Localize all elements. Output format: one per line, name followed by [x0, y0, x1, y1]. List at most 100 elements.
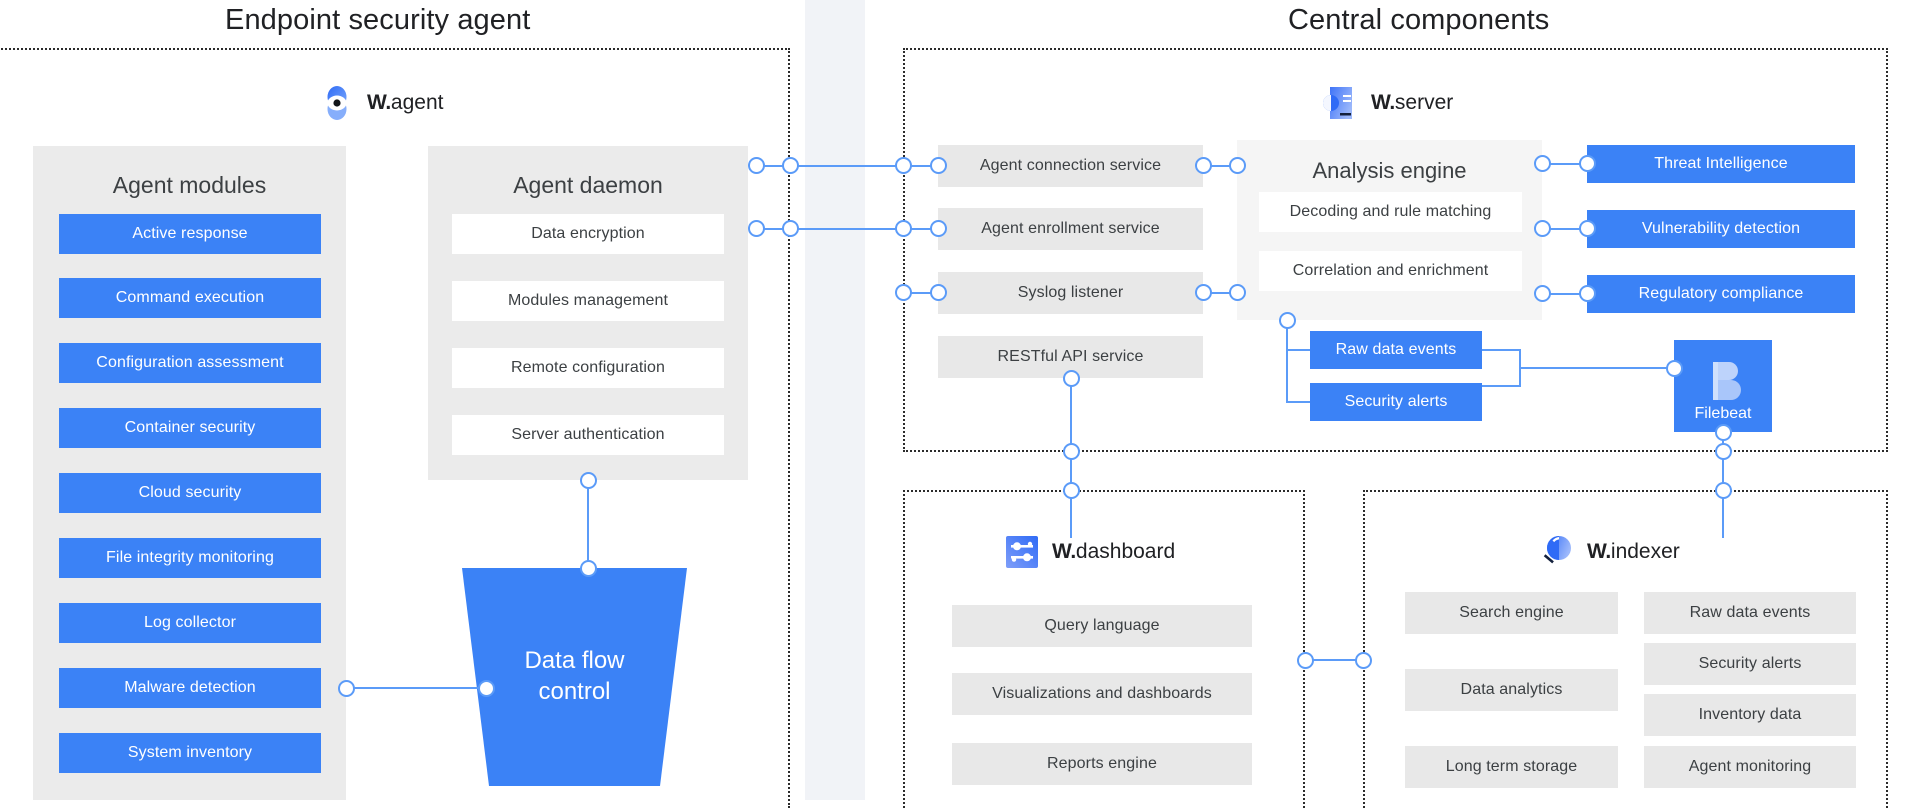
wazuh-indexer-magnifier-icon: [1538, 533, 1576, 571]
connector-node-analysis-bottom: [1279, 312, 1296, 329]
connector-node-indexer-boundary-top: [1715, 482, 1732, 499]
wazuh-dashboard-logo-lockup: W.dashboard: [1003, 533, 1175, 571]
connector-node-server-boundary-bottom-2: [1715, 443, 1732, 460]
indexer-search-engine[interactable]: Search engine: [1405, 592, 1618, 634]
connector-node-dashboard-out: [1297, 652, 1314, 669]
agent-boundary: [0, 48, 790, 808]
data-flow-control-shape: Data flow control: [462, 568, 687, 786]
filebeat-tile[interactable]: Filebeat: [1674, 340, 1772, 432]
module-malware-detection[interactable]: Malware detection: [59, 668, 321, 708]
indexer-boundary: [1363, 490, 1888, 808]
agent-modules-title: Agent modules: [112, 172, 267, 198]
filebeat-label: Filebeat: [1694, 405, 1752, 422]
indexer-security-alerts[interactable]: Security alerts: [1644, 643, 1856, 685]
wazuh-agent-eye-icon: [318, 84, 356, 122]
agent-daemon-title: Agent daemon: [513, 172, 663, 198]
module-cloud-security[interactable]: Cloud security: [59, 473, 321, 513]
connector-node-restful-api-out: [1063, 370, 1080, 387]
connector-node-filebeat-out: [1715, 424, 1732, 441]
module-container-security[interactable]: Container security: [59, 408, 321, 448]
connector-node-dashboard-boundary-top: [1063, 482, 1080, 499]
section-title-endpoint-security-agent: Endpoint security agent: [225, 4, 531, 36]
product-word: dashboard: [1075, 540, 1176, 563]
connector-node-indexer-in: [1355, 652, 1372, 669]
wazuh-agent-logo-lockup: W.agent: [318, 84, 443, 122]
connector-node-agent-boundary-1: [782, 157, 799, 174]
connector-node-daemon-right-2: [748, 220, 765, 237]
capability-vulnerability-detection[interactable]: Vulnerability detection: [1587, 210, 1855, 248]
daemon-server-authentication[interactable]: Server authentication: [452, 415, 724, 455]
daemon-modules-management[interactable]: Modules management: [452, 281, 724, 321]
indexer-agent-monitoring[interactable]: Agent monitoring: [1644, 746, 1856, 788]
connector-node-vulnerability-in: [1579, 220, 1596, 237]
data-flow-control-line2: control: [538, 678, 611, 705]
connector-node-agent-enrollment-in: [930, 220, 947, 237]
daemon-data-encryption[interactable]: Data encryption: [452, 214, 724, 254]
connector-node-syslog-in: [930, 284, 947, 301]
connector-node-server-boundary-2: [895, 220, 912, 237]
module-active-response[interactable]: Active response: [59, 214, 321, 254]
analysis-correlation-enrichment[interactable]: Correlation and enrichment: [1259, 251, 1522, 291]
daemon-remote-configuration[interactable]: Remote configuration: [452, 348, 724, 388]
brand-mark: W.: [1371, 91, 1395, 114]
filebeat-logo-icon: [1700, 357, 1746, 408]
product-word: indexer: [1610, 540, 1680, 563]
connector-node-regulatory-in: [1579, 285, 1596, 302]
module-configuration-assessment[interactable]: Configuration assessment: [59, 343, 321, 383]
data-flow-control-label: Data flow control: [524, 646, 624, 707]
service-syslog-listener[interactable]: Syslog listener: [938, 272, 1203, 314]
section-title-central-components: Central components: [1288, 4, 1550, 36]
connector-node-syslog-out: [1195, 284, 1212, 301]
output-raw-data-events[interactable]: Raw data events: [1310, 331, 1482, 369]
panel-divider-band: [805, 0, 865, 800]
connector-node-filebeat-in: [1666, 360, 1683, 377]
connector-node-data-flow-top: [580, 560, 597, 577]
indexer-inventory-data[interactable]: Inventory data: [1644, 694, 1856, 736]
connector-node-analysis-in-2: [1229, 284, 1246, 301]
brand-mark: W.: [367, 91, 391, 114]
indexer-data-analytics[interactable]: Data analytics: [1405, 669, 1618, 711]
connector-node-data-flow-left: [478, 680, 495, 697]
wazuh-dashboard-logo-text: W.dashboard: [1052, 540, 1175, 564]
connector-node-analysis-out-3: [1534, 285, 1551, 302]
connector-node-agent-boundary-2: [782, 220, 799, 237]
wazuh-agent-logo-text: W.agent: [367, 91, 443, 115]
product-word: agent: [390, 91, 444, 114]
wazuh-server-logo-lockup: W.server: [1322, 84, 1453, 122]
dashboard-visualizations[interactable]: Visualizations and dashboards: [952, 673, 1252, 715]
connector-node-agent-connection-in: [930, 157, 947, 174]
output-security-alerts[interactable]: Security alerts: [1310, 383, 1482, 421]
indexer-raw-data-events[interactable]: Raw data events: [1644, 592, 1856, 634]
analysis-decoding-rule-matching[interactable]: Decoding and rule matching: [1259, 192, 1522, 232]
capability-threat-intelligence[interactable]: Threat Intelligence: [1587, 145, 1855, 183]
connector-node-analysis-out-2: [1534, 220, 1551, 237]
connector-node-server-boundary-3: [895, 284, 912, 301]
wazuh-server-logo-text: W.server: [1371, 91, 1453, 115]
dashboard-reports-engine[interactable]: Reports engine: [952, 743, 1252, 785]
connector-node-analysis-out-1: [1534, 155, 1551, 172]
connector-node-daemon-right-1: [748, 157, 765, 174]
wazuh-dashboard-sliders-icon: [1003, 533, 1041, 571]
connector-node-agent-connection-out: [1195, 157, 1212, 174]
data-flow-control-line1: Data flow: [524, 647, 625, 675]
module-file-integrity-monitoring[interactable]: File integrity monitoring: [59, 538, 321, 578]
service-agent-enrollment[interactable]: Agent enrollment service: [938, 208, 1203, 250]
service-agent-connection[interactable]: Agent connection service: [938, 145, 1203, 187]
wazuh-indexer-logo-text: W.indexer: [1587, 540, 1680, 564]
capability-regulatory-compliance[interactable]: Regulatory compliance: [1587, 275, 1855, 313]
connector-node-server-boundary-1: [895, 157, 912, 174]
connector-node-threat-intel-in: [1579, 155, 1596, 172]
module-command-execution[interactable]: Command execution: [59, 278, 321, 318]
wazuh-server-icon: [1322, 84, 1360, 122]
indexer-long-term-storage[interactable]: Long term storage: [1405, 746, 1618, 788]
dashboard-query-language[interactable]: Query language: [952, 605, 1252, 647]
analysis-engine-title: Analysis engine: [1312, 158, 1467, 183]
product-word: server: [1394, 91, 1454, 114]
server-boundary: [903, 48, 1888, 452]
connector-node-server-boundary-bottom: [1063, 443, 1080, 460]
brand-mark: W.: [1587, 540, 1611, 563]
connector-node-malware-out: [338, 680, 355, 697]
module-system-inventory[interactable]: System inventory: [59, 733, 321, 773]
module-log-collector[interactable]: Log collector: [59, 603, 321, 643]
